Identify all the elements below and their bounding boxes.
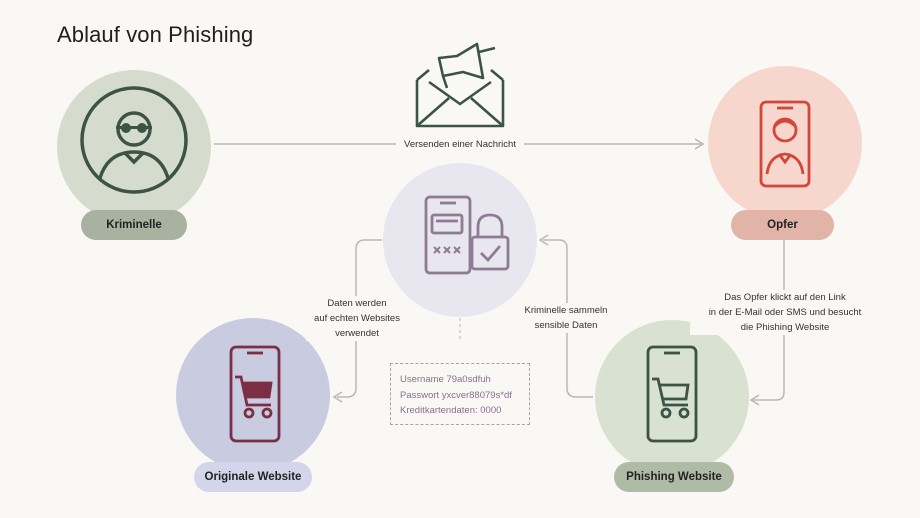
- masked-person-icon: [80, 86, 188, 194]
- password-text: Passwort yxcver88079s*df: [400, 389, 512, 401]
- edge-label-sammeln: Kriminelle sammeln sensible Daten: [518, 303, 614, 333]
- arrowhead-data: [538, 234, 549, 246]
- credentials-box: Username 79a0sdfuh Passwort yxcver88079s…: [390, 363, 530, 425]
- envelope-megaphone-icon: [415, 42, 505, 128]
- arrow-opfer-phishing: [752, 240, 785, 401]
- arrowhead-phishing: [749, 394, 760, 406]
- data-circle: [383, 163, 537, 317]
- kriminelle-label: Kriminelle: [81, 210, 187, 240]
- originale-label: Originale Website: [194, 462, 312, 492]
- edge-label-nachricht: Versenden einer Nachricht: [396, 137, 524, 152]
- edge-label-opfer-klickt: Das Opfer klickt auf den Link in der E-M…: [690, 290, 880, 335]
- phone-person-icon: [759, 100, 811, 188]
- arrowhead-opfer: [694, 138, 705, 150]
- page-title: Ablauf von Phishing: [57, 22, 254, 47]
- arrowhead-originale: [332, 391, 343, 403]
- edge-label-verwendet: Daten werden auf echten Websites verwend…: [306, 296, 408, 341]
- phone-cart-icon: [229, 345, 281, 443]
- opfer-label: Opfer: [731, 210, 834, 240]
- phone-lock-icon: [424, 195, 510, 275]
- phone-cart-icon: [646, 345, 698, 443]
- opfer-circle: [708, 66, 862, 220]
- phishing-label: Phishing Website: [614, 462, 734, 492]
- creditcard-text: Kreditkartendaten: 0000: [400, 405, 502, 416]
- username-text: Username 79a0sdfuh: [400, 374, 491, 385]
